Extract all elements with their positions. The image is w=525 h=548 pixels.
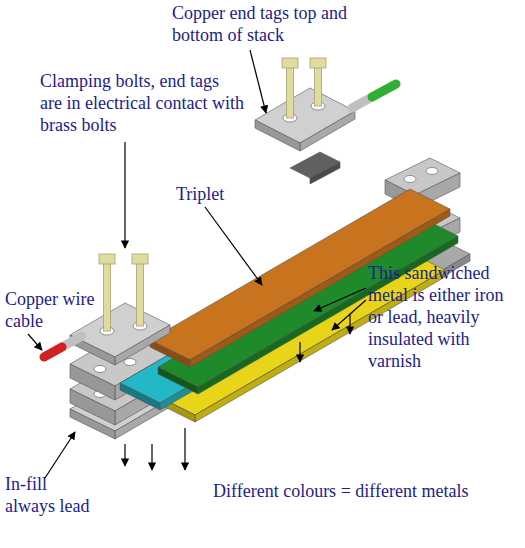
callout-label: Triplet [176, 183, 224, 205]
callout-label: In-fill always lead [5, 473, 100, 517]
callout-label: Clamping bolts, end tags are in electric… [40, 70, 245, 136]
callout-label: Different colours = different metals [213, 480, 468, 502]
callout-label: Copper end tags top and bottom of stack [172, 2, 350, 46]
callout-label: Copper wire cable [5, 288, 105, 332]
callout-label: This sandwiched metal is either iron or … [368, 262, 520, 372]
